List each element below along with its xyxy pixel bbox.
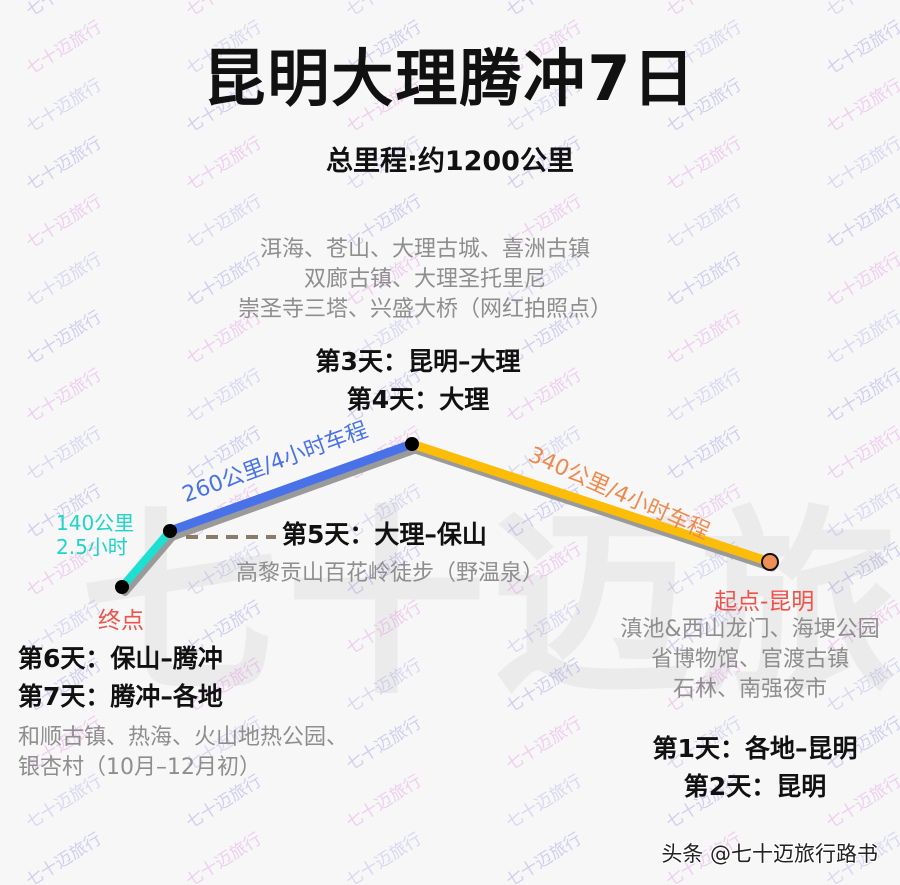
point-kunming (761, 553, 779, 571)
tengchong-sights-line: 银杏村（10月–12月初） (18, 755, 261, 780)
tengchong-days: 第6天：保山–腾冲 第7天：腾冲–各地 (18, 640, 223, 716)
point-tengchong (115, 580, 129, 594)
dali-days: 第3天：昆明–大理 第4天：大理 (0, 343, 836, 419)
day-2-label: 第2天：昆明 (683, 772, 827, 801)
tengchong-sights-line: 和顺古镇、热海、火山地热公园、 (18, 725, 349, 750)
day-6-label: 第6天：保山–腾冲 (18, 644, 223, 673)
kunming-days: 第1天：各地–昆明 第2天：昆明 (600, 730, 900, 806)
day-7-label: 第7天：腾冲–各地 (18, 682, 223, 711)
point-baoshan (163, 524, 177, 538)
day-4-label: 第4天：大理 (346, 385, 490, 414)
segment-dali-baoshan (168, 439, 414, 536)
point-dali (405, 437, 419, 451)
segment-label-baoshan-tengchong: 140公里 2.5小时 (56, 511, 134, 559)
start-point-label: 起点-昆明 (714, 589, 815, 615)
segment-duration: 2.5小时 (56, 535, 128, 559)
segment-distance: 140公里 (56, 511, 135, 535)
baoshan-sights: 高黎贡山百花岭徒步（野温泉） (236, 561, 545, 586)
kunming-sights-line: 省博物馆、官渡古镇 (650, 647, 849, 672)
day-1-label: 第1天：各地–昆明 (652, 734, 858, 763)
segment-baoshan-tengchong (118, 528, 174, 590)
end-point-label: 终点 (98, 608, 144, 634)
segment-kunming-dali (410, 439, 772, 567)
day-3-label: 第3天：昆明–大理 (315, 347, 521, 376)
page-title: 昆明大理腾冲7日 (203, 42, 697, 115)
dali-sights-line: 洱海、苍山、大理古城、喜洲古镇 (259, 237, 590, 262)
day-5-label: 第5天：大理–保山 (282, 520, 487, 549)
kunming-sights: 滇池&西山龙门、海埂公园 省博物馆、官渡古镇 石林、南强夜市 (600, 615, 900, 705)
dali-sights-line: 崇圣寺三塔、兴盛大桥（网红拍照点） (237, 297, 612, 322)
dali-sights-line: 双廊古镇、大理圣托里尼 (303, 267, 546, 292)
kunming-sights-line: 石林、南强夜市 (672, 677, 827, 702)
source-credit: 头条 @七十迈旅行路书 (661, 842, 878, 866)
kunming-sights-line: 滇池&西山龙门、海埂公园 (620, 617, 880, 642)
tengchong-sights: 和顺古镇、热海、火山地热公园、 银杏村（10月–12月初） (18, 723, 348, 783)
dali-sights: 洱海、苍山、大理古城、喜洲古镇 双廊古镇、大理圣托里尼 崇圣寺三塔、兴盛大桥（网… (0, 235, 850, 325)
total-distance: 总里程:约1200公里 (326, 146, 574, 177)
